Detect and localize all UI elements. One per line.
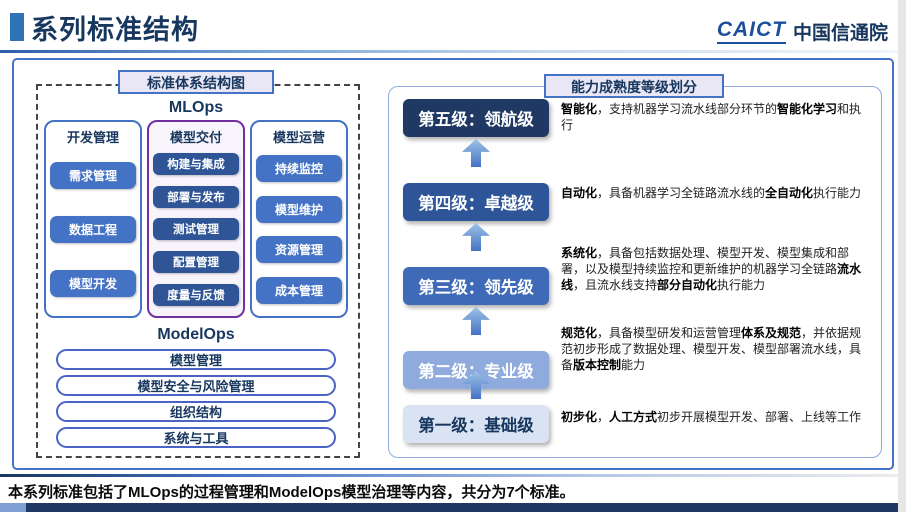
chip-data-engineering: 数据工程: [50, 215, 136, 243]
caict-logo: CAICT 中国信通院: [716, 18, 888, 45]
level-4-box: 第四级：卓越级: [403, 183, 549, 221]
column-items-operations: 持续监控 模型维护 资源管理 成本管理: [256, 148, 342, 311]
header-divider: [0, 50, 906, 53]
level-3-bold-2: 部分自动化: [657, 278, 718, 292]
level-4-text-2: 执行能力: [813, 186, 862, 200]
level-4-description: 自动化，具备机器学习全链路流水线的全自动化执行能力: [561, 185, 863, 201]
level-3-bold: 流水线: [561, 262, 862, 292]
modelops-bar-security-risk: 模型安全与风险管理: [56, 375, 336, 396]
level-3-box: 第三级：领先级: [403, 267, 549, 305]
level-5-text-2: 和执行: [561, 102, 862, 132]
chip-requirement-management: 需求管理: [50, 161, 136, 189]
title-accent-square: [10, 13, 24, 41]
chip-metrics-feedback: 度量与反馈: [153, 283, 239, 306]
modelops-heading: ModelOps: [157, 326, 235, 343]
chip-build-integration: 构建与集成: [153, 153, 239, 176]
column-model-delivery: 模型交付 构建与集成 部署与发布 测试管理 配置管理 度量与反馈: [147, 120, 245, 318]
level-4-bold: 全自动化: [765, 186, 814, 200]
bottom-navy-bar: [0, 503, 898, 512]
screen-edge: [898, 0, 906, 512]
column-items-dev: 需求管理 数据工程 模型开发: [50, 148, 136, 311]
column-dev-management: 开发管理 需求管理 数据工程 模型开发: [44, 120, 142, 318]
maturity-level-badge: 能力成熟度等级划分: [544, 74, 724, 98]
bottom-accent-bar: [0, 503, 26, 512]
level-5-description: 智能化，支持机器学习流水线部分环节的智能化学习和执行: [561, 101, 863, 133]
level-2-description: 规范化，具备模型研发和运营管理体系及规范，并依据规范初步形成了数据处理、模型开发…: [561, 325, 863, 373]
up-arrow-icon: [462, 307, 490, 335]
column-title-dev: 开发管理: [66, 130, 119, 145]
level-1-description: 初步化，人工方式初步开展模型开发、部署、上线等工作: [561, 409, 863, 425]
footer-summary: 本系列标准包括了MLOps的过程管理和ModelOps模型治理等内容，共分为7个…: [8, 484, 575, 501]
level-3-text: ，具备包括数据处理、模型开发、模型集成和部署，以及模型持续监控和更新维护的机器学…: [561, 246, 850, 276]
chip-model-maintenance: 模型维护: [256, 195, 342, 223]
level-3-text-2: ，且流水线支持: [573, 278, 658, 292]
level-2-bold: 体系及规范: [741, 326, 802, 340]
column-title-operations: 模型运营: [272, 130, 325, 145]
maturity-panel: 第五级：领航级 智能化，支持机器学习流水线部分环节的智能化学习和执行 第四级：卓…: [388, 86, 882, 458]
level-5-keyword: 智能化: [561, 102, 598, 116]
level-2-keyword: 规范化: [561, 326, 598, 340]
modelops-bars: 模型管理 模型安全与风险管理 组织结构 系统与工具: [56, 349, 336, 448]
chip-continuous-monitoring: 持续监控: [256, 154, 342, 182]
level-5-box: 第五级：领航级: [403, 99, 549, 137]
structure-diagram-badge: 标准体系结构图: [118, 70, 274, 94]
chip-cost-management: 成本管理: [256, 277, 342, 305]
modelops-bar-model-management: 模型管理: [56, 349, 336, 370]
level-5-bold: 智能化学习: [777, 102, 838, 116]
level-1-text: ，: [597, 410, 610, 424]
level-1-box: 第一级：基础级: [403, 405, 549, 443]
page-title: 系列标准结构: [31, 15, 199, 45]
up-arrow-icon: [462, 139, 490, 167]
column-model-operations: 模型运营 持续监控 模型维护 资源管理 成本管理: [250, 120, 348, 318]
level-3-text-3: 执行能力: [717, 278, 766, 292]
level-3-description: 系统化，具备包括数据处理、模型开发、模型集成和部署，以及模型持续监控和更新维护的…: [561, 245, 863, 293]
level-2-text-2: ，并依据规范初步形成了数据处理、模型开发、模型部署流水线，具备: [561, 326, 862, 372]
up-arrow-icon: [462, 223, 490, 251]
level-2-text: ，具备模型研发和运营管理: [597, 326, 742, 340]
content-frame: [12, 58, 894, 470]
level-4-keyword: 自动化: [561, 186, 598, 200]
level-1-keyword: 初步化: [561, 410, 598, 424]
level-4-text: ，具备机器学习全链路流水线的: [597, 186, 766, 200]
level-3-keyword: 系统化: [561, 246, 598, 260]
level-2-text-3: 能力: [621, 358, 646, 372]
level-2-bold-2: 版本控制: [573, 358, 622, 372]
chip-test-management: 测试管理: [153, 218, 239, 241]
footer-divider: [0, 474, 906, 477]
modelops-bar-org-structure: 组织结构: [56, 401, 336, 422]
column-title-delivery: 模型交付: [169, 130, 222, 145]
chip-resource-management: 资源管理: [256, 236, 342, 264]
modelops-bar-systems-tools: 系统与工具: [56, 427, 336, 448]
caict-logo-cn: 中国信通院: [792, 23, 888, 44]
chip-deploy-release: 部署与发布: [153, 185, 239, 208]
chip-config-management: 配置管理: [153, 251, 239, 274]
level-1-text-2: 初步开展模型开发、部署、上线等工作: [657, 410, 862, 424]
level-5-text: ，支持机器学习流水线部分环节的: [597, 102, 778, 116]
chip-model-development: 模型开发: [50, 270, 136, 298]
level-1-bold: 人工方式: [609, 410, 658, 424]
caict-logo-en: CAICT: [716, 19, 786, 44]
mlops-columns: 开发管理 需求管理 数据工程 模型开发 模型交付 构建与集成 部署与发布 测试管…: [44, 120, 348, 318]
column-items-delivery: 构建与集成 部署与发布 测试管理 配置管理 度量与反馈: [153, 148, 239, 311]
mlops-heading: MLOps: [168, 99, 224, 116]
